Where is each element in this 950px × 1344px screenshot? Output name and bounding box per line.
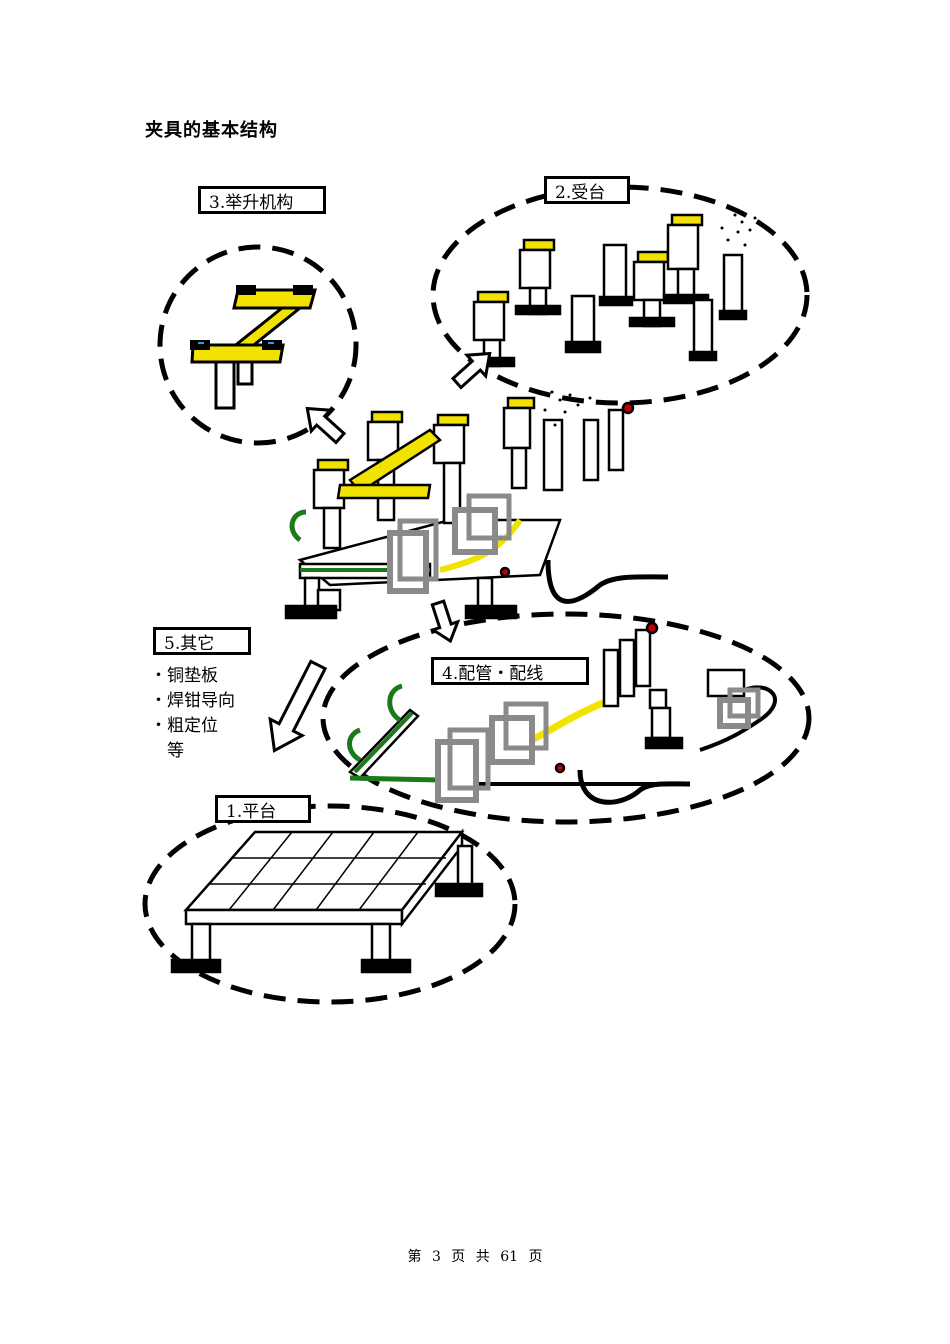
arrow-to-platform <box>268 659 328 753</box>
page-heading: 夹具的基本结构 <box>145 120 278 141</box>
other-item-etc: 等 <box>150 741 184 761</box>
piping-callout-ellipse <box>320 611 812 825</box>
platform-callout-ellipse <box>142 803 518 1005</box>
label-lift-mechanism: 3.举升机构 <box>198 186 326 214</box>
stand-speckle <box>720 213 757 247</box>
label-stand: 2.受台 <box>544 176 630 204</box>
page-footer: 第 3 页 共 61 页 <box>407 1249 543 1265</box>
arrow-to-stand <box>450 351 492 390</box>
lift-mechanism-drawing <box>190 285 317 410</box>
central-speckle <box>543 390 592 427</box>
lift-mechanism-callout-ellipse <box>157 244 359 446</box>
other-items-list: ・铜垫板 ・焊钳导向 ・粗定位 等 <box>150 664 235 764</box>
other-item-rough-positioning: ・粗定位 <box>150 716 218 736</box>
stand-drawing <box>468 213 748 368</box>
stand-callout-ellipse <box>430 184 810 406</box>
central-fixture-assembly <box>284 396 669 620</box>
other-item-copper-pad: ・铜垫板 <box>150 666 218 686</box>
label-other: 5.其它 <box>153 627 251 655</box>
label-platform: 1.平台 <box>215 795 311 823</box>
arrow-to-piping <box>429 599 461 644</box>
other-item-gun-guide: ・焊钳导向 <box>150 691 235 711</box>
piping-drawing <box>347 621 777 805</box>
platform-drawing <box>170 828 484 974</box>
label-piping-wiring: 4.配管・配线 <box>431 657 589 685</box>
arrow-to-lift <box>305 406 347 445</box>
